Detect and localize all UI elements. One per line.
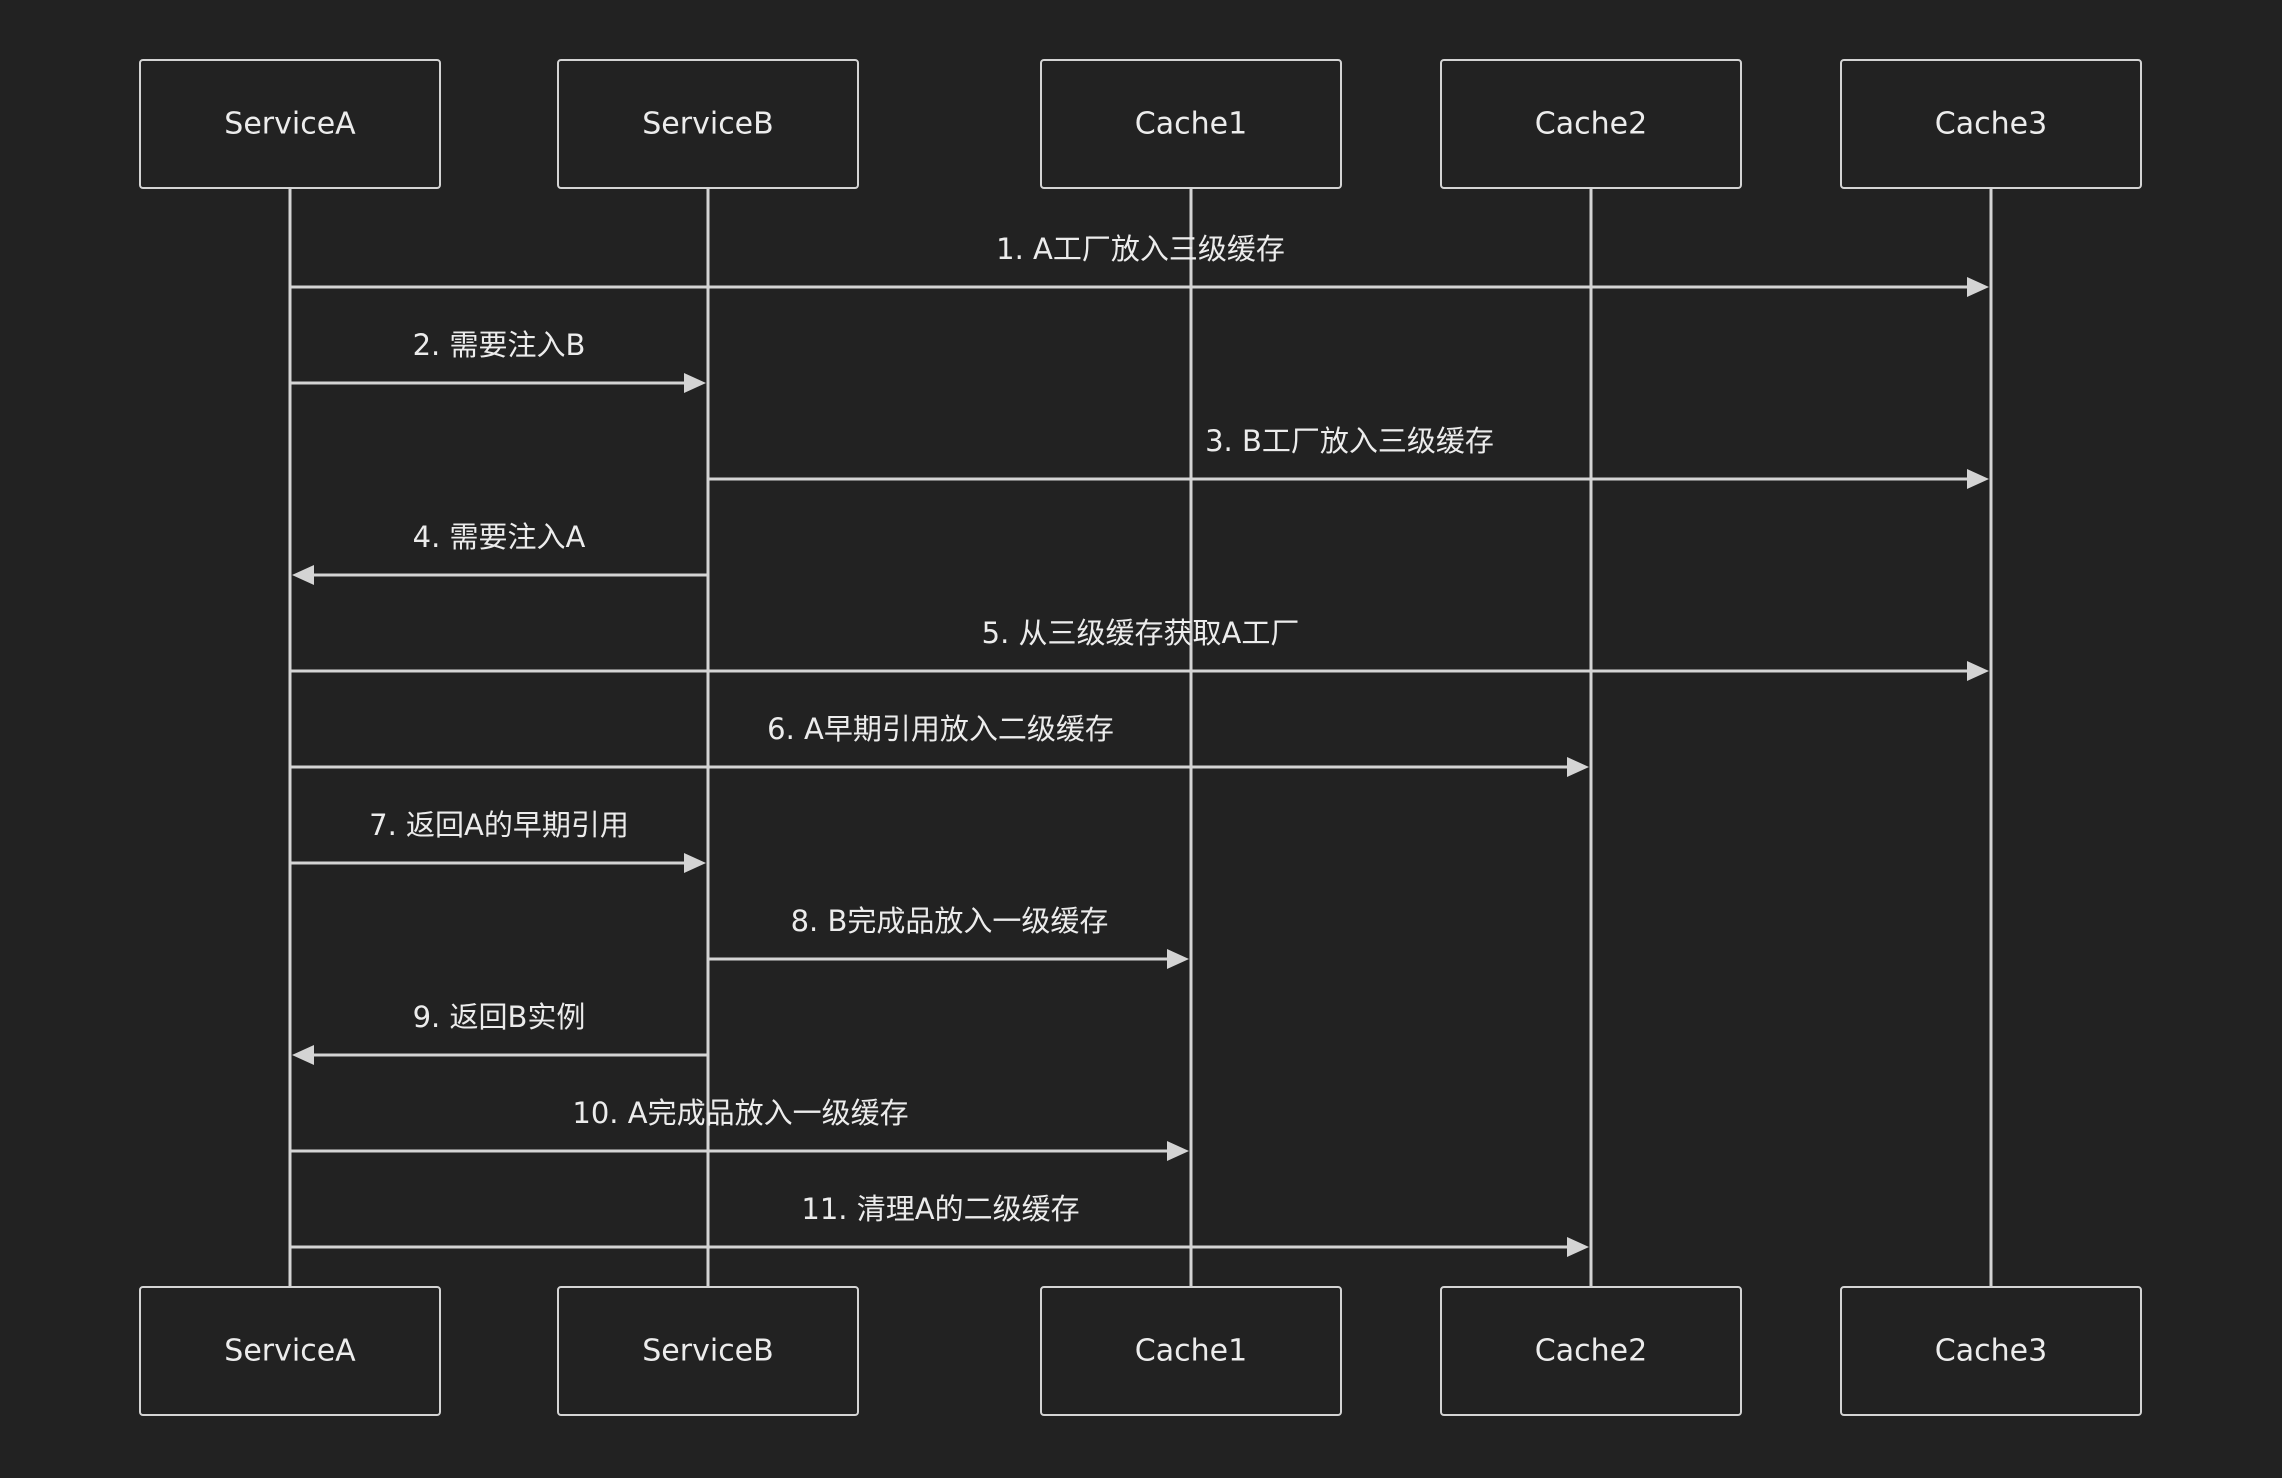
participants-bottom: ServiceA ServiceB Cache1 Cache2 Cache3	[139, 1286, 2142, 1416]
message-label: 7. 返回A的早期引用	[369, 808, 629, 842]
participant-box	[1840, 1286, 2142, 1416]
participant-label: Cache1	[1135, 1334, 1247, 1369]
participant-box	[139, 59, 441, 189]
message-label: 9. 返回B实例	[413, 1000, 586, 1034]
participant-cache1-bottom[interactable]: Cache1	[1040, 1286, 1342, 1416]
message-7: 7. 返回A的早期引用	[290, 808, 706, 873]
message-6: 6. A早期引用放入二级缓存	[290, 712, 1589, 777]
arrowhead-icon	[684, 373, 706, 393]
arrowhead-icon	[1167, 1141, 1189, 1161]
message-3: 3. B工厂放入三级缓存	[708, 424, 1989, 489]
participant-cache2-bottom[interactable]: Cache2	[1440, 1286, 1742, 1416]
participant-box	[139, 1286, 441, 1416]
participant-label: Cache3	[1935, 107, 2047, 142]
participant-label: Cache1	[1135, 107, 1247, 142]
arrowhead-icon	[1967, 661, 1989, 681]
participant-box	[1440, 1286, 1742, 1416]
participant-label: ServiceA	[224, 107, 356, 142]
participant-box	[1040, 1286, 1342, 1416]
participant-label: Cache3	[1935, 1334, 2047, 1369]
message-label: 5. 从三级缓存获取A工厂	[982, 616, 1300, 650]
arrowhead-icon	[1167, 949, 1189, 969]
participant-label: ServiceA	[224, 1334, 356, 1369]
participant-serviceB-bottom[interactable]: ServiceB	[557, 1286, 859, 1416]
message-label: 8. B完成品放入一级缓存	[791, 904, 1109, 938]
participant-serviceB-top[interactable]: ServiceB	[557, 59, 859, 189]
participants-top: ServiceA ServiceB Cache1 Cache2 Cache3	[139, 59, 2142, 189]
message-4: 4. 需要注入A	[292, 520, 708, 585]
participant-box	[1440, 59, 1742, 189]
participant-box	[1840, 59, 2142, 189]
participant-serviceA-bottom[interactable]: ServiceA	[139, 1286, 441, 1416]
participant-cache3-bottom[interactable]: Cache3	[1840, 1286, 2142, 1416]
message-label: 11. 清理A的二级缓存	[801, 1192, 1079, 1226]
messages: 1. A工厂放入三级缓存 2. 需要注入B 3. B工厂放入三级缓存 4. 需要注入A…	[290, 232, 1989, 1257]
arrowhead-icon	[1567, 1237, 1589, 1257]
message-8: 8. B完成品放入一级缓存	[708, 904, 1189, 969]
participant-label: ServiceB	[642, 1334, 773, 1369]
message-9: 9. 返回B实例	[292, 1000, 708, 1065]
message-10: 10. A完成品放入一级缓存	[290, 1096, 1189, 1161]
message-label: 2. 需要注入B	[413, 328, 586, 362]
participant-cache2-top[interactable]: Cache2	[1440, 59, 1742, 189]
participant-box	[557, 59, 859, 189]
message-11: 11. 清理A的二级缓存	[290, 1192, 1589, 1257]
participant-label: Cache2	[1535, 107, 1647, 142]
message-label: 1. A工厂放入三级缓存	[996, 232, 1285, 266]
message-5: 5. 从三级缓存获取A工厂	[290, 616, 1989, 681]
participant-serviceA-top[interactable]: ServiceA	[139, 59, 441, 189]
message-label: 4. 需要注入A	[413, 520, 586, 554]
participant-label: Cache2	[1535, 1334, 1647, 1369]
message-label: 10. A完成品放入一级缓存	[572, 1096, 908, 1130]
message-1: 1. A工厂放入三级缓存	[290, 232, 1989, 297]
arrowhead-icon	[1967, 277, 1989, 297]
message-label: 6. A早期引用放入二级缓存	[767, 712, 1114, 746]
arrowhead-icon	[292, 1045, 314, 1065]
message-label: 3. B工厂放入三级缓存	[1205, 424, 1494, 458]
message-2: 2. 需要注入B	[290, 328, 706, 393]
participant-box	[557, 1286, 859, 1416]
arrowhead-icon	[684, 853, 706, 873]
participant-cache1-top[interactable]: Cache1	[1040, 59, 1342, 189]
arrowhead-icon	[1967, 469, 1989, 489]
arrowhead-icon	[292, 565, 314, 585]
participant-label: ServiceB	[642, 107, 773, 142]
participant-cache3-top[interactable]: Cache3	[1840, 59, 2142, 189]
participant-box	[1040, 59, 1342, 189]
lifelines	[288, 188, 1993, 1287]
arrowhead-icon	[1567, 757, 1589, 777]
